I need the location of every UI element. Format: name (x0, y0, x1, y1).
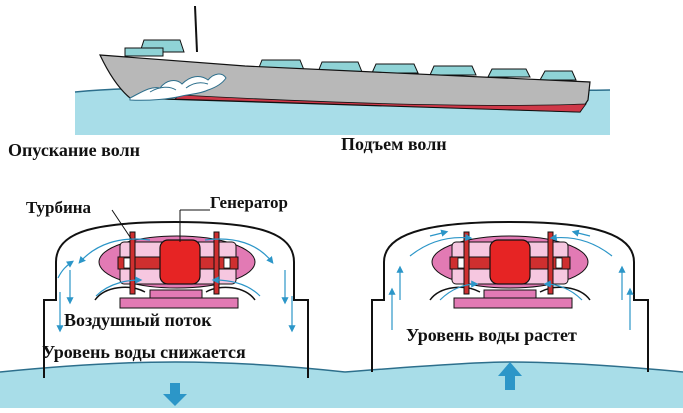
right-housing (371, 220, 649, 372)
bow-splash (129, 73, 227, 101)
label-airflow: Воздушный поток (64, 310, 212, 330)
left-housing (43, 220, 309, 378)
left-water-down-arrow (163, 383, 187, 406)
label-water-level-rises: Уровень воды растет (406, 325, 577, 345)
turbine-leader (111, 209, 133, 241)
right-generator (489, 239, 531, 285)
ship-forward-house (124, 47, 164, 57)
left-owc-unit (0, 209, 346, 408)
ship-container-4 (429, 65, 477, 76)
label-generator: Генератор (210, 193, 289, 212)
ship-container-5 (487, 68, 531, 78)
right-owc-unit (344, 220, 683, 408)
label-waves-down: Опускание волн (8, 140, 140, 160)
ship-container-6 (539, 70, 577, 81)
right-airflow-arrows (388, 229, 634, 330)
left-airflow-arrows (56, 238, 296, 333)
ship-mast (194, 5, 198, 53)
left-turbine-blade-1 (129, 231, 136, 295)
left-turbine-blade-2 (213, 231, 220, 295)
ship-bottom (173, 94, 587, 113)
right-water-up-arrow (498, 362, 522, 390)
label-water-level-drops: Уровень воды снижается (42, 342, 246, 362)
right-turbine-blade-2 (547, 231, 554, 295)
left-generator (159, 239, 201, 285)
label-waves-up: Подъем волн (341, 134, 447, 154)
label-turbine: Турбина (26, 198, 92, 217)
ship-scene (74, 5, 611, 135)
